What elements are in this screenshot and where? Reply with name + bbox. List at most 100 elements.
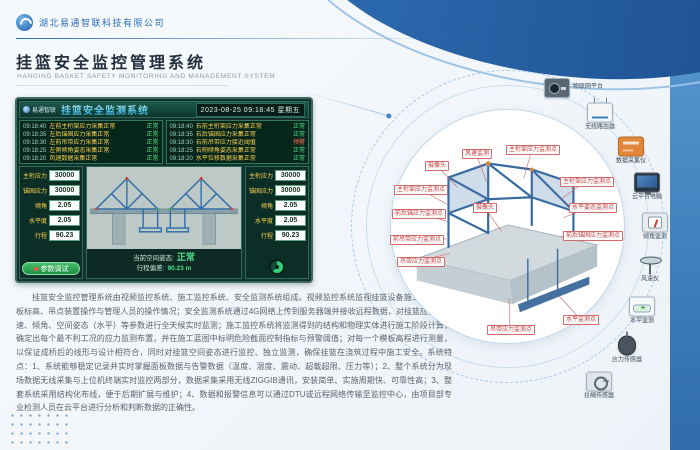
company-logo-icon: [16, 14, 33, 31]
device-camera: 物联网平台: [533, 78, 603, 98]
sensor-value: 30000: [49, 185, 80, 196]
sensor-value: 90.23: [49, 230, 80, 241]
subtitle-divider: [16, 85, 228, 86]
sensor-label: 行程: [34, 234, 47, 240]
screen-icon: [634, 172, 660, 195]
deviation-value: 90.23 m: [167, 265, 192, 272]
sensor-label: 主桁应力: [248, 174, 273, 180]
sensor-point-label: 吊带应力监测点: [396, 257, 446, 267]
device-rope: 拉绳传感器: [575, 371, 623, 401]
monitor-center: 当前空间姿态:正常 行程偏差:90.23 m: [86, 166, 242, 279]
sensor-point-label: 主桁架应力监测点: [393, 185, 449, 195]
sensor-point-label: 主桁架应力监测点: [559, 177, 615, 187]
rope-icon: [586, 371, 612, 392]
attitude-status: 当前空间姿态:正常: [91, 252, 237, 264]
sensor-label: 锚固应力: [248, 189, 273, 195]
attitude-label: 当前空间姿态:: [133, 255, 174, 262]
deviation-status: 行程偏差:90.23 m: [91, 264, 237, 274]
system-description: 挂篮安全监控管理系统由视频监控系统、施工监控系统、安全监测系统组成。视频监控系统…: [16, 293, 452, 413]
anemometer-icon: [637, 255, 663, 275]
hanging-basket-3d-model: [415, 161, 599, 313]
device-label: 无线路由器: [584, 124, 615, 131]
device-label: 云平台电脑: [631, 194, 662, 201]
status-panel: 当前空间姿态:正常 行程偏差:90.23 m: [87, 249, 241, 278]
device-label: 拉绳传感器: [583, 393, 614, 400]
tilt-icon: [642, 212, 668, 233]
sensor-label: 水平度: [28, 219, 47, 225]
company-name: 湖北易通智联科技有限公司: [39, 18, 166, 28]
device-label: 物联网平台: [573, 84, 604, 90]
sensor-value: 2.05: [275, 200, 306, 211]
header-divider: [16, 38, 468, 39]
sensor-label: 主桁应力: [22, 174, 47, 180]
camera-icon: [544, 78, 570, 98]
page-subtitle: HANGING BASKET SAFETY MONITORING AND MAN…: [17, 73, 276, 80]
device-gateway: 数据采集仪: [607, 136, 655, 166]
monitor-datetime: 2023-08-25 09:18:45 星期五: [195, 102, 305, 117]
stress-icon: [618, 331, 636, 356]
device-router: 无线路由器: [576, 97, 624, 132]
connector-line: [299, 90, 389, 117]
device-label: 风速仪: [640, 276, 659, 283]
monitor-screenshot: 易通智联 挂篮安全监测系统 2023-08-25 09:18:45 星期五 09…: [15, 97, 313, 283]
device-level: 水平监测: [618, 296, 666, 326]
debug-button[interactable]: 参数调试: [22, 262, 80, 275]
device-tilt: 倾角监测: [631, 212, 679, 242]
sensor-point-label: 前后锚固应力监测点: [562, 231, 624, 241]
device-label: 应力传感器: [611, 357, 642, 364]
sensor-value: 30000: [275, 185, 306, 196]
page-title: 挂篮安全监控管理系统: [16, 55, 207, 72]
router-icon: [587, 97, 613, 123]
sensor-point-label: 水平监测点: [562, 315, 600, 325]
attitude-value: 正常: [176, 252, 195, 262]
gateway-icon: [618, 136, 644, 157]
gauge-icon: [269, 259, 285, 275]
device-label: 数据采集仪: [615, 158, 646, 165]
sensor-point-label: 前吊带应力监测点: [389, 235, 445, 245]
device-anemometer: 风速仪: [626, 255, 674, 284]
device-stress: 应力传感器: [603, 331, 651, 365]
monitor-title: 挂篮安全监测系统: [61, 102, 149, 117]
sensor-label: 倾角: [260, 204, 273, 210]
monitor-titlebar: 易通智联 挂篮安全监测系统 2023-08-25 09:18:45 星期五: [19, 101, 309, 118]
model-circle: 摄像头风速监测主桁架应力监测点主桁架应力监测点水平姿态监测点前后锚固应力监测点主…: [389, 109, 625, 344]
sensor-value: 2.05: [275, 215, 306, 226]
sensor-value: 30000: [49, 170, 80, 181]
dot-grid-decoration: [8, 411, 70, 445]
sensor-point-label: 摄像头: [424, 161, 450, 171]
sensor-label: 行程: [260, 234, 273, 240]
sensor-point-label: 主桁架应力监测点: [505, 145, 561, 155]
device-label: 水平监测: [629, 318, 654, 325]
sensor-value: 30000: [275, 170, 306, 181]
page-header: 湖北易通智联科技有限公司: [16, 14, 165, 31]
sensor-value: 90.23: [275, 230, 306, 241]
sensor-point-label: 水平姿态监测点: [568, 203, 618, 213]
sensor-point-label: 吊带应力监测点: [486, 325, 536, 335]
bridge-diagram: [87, 167, 241, 249]
sensor-point-label: 摄像头: [472, 203, 498, 213]
level-icon: [629, 296, 655, 317]
sensor-value: 2.05: [49, 215, 80, 226]
sensor-label: 倾角: [34, 204, 47, 210]
deviation-label: 行程偏差:: [136, 265, 165, 272]
